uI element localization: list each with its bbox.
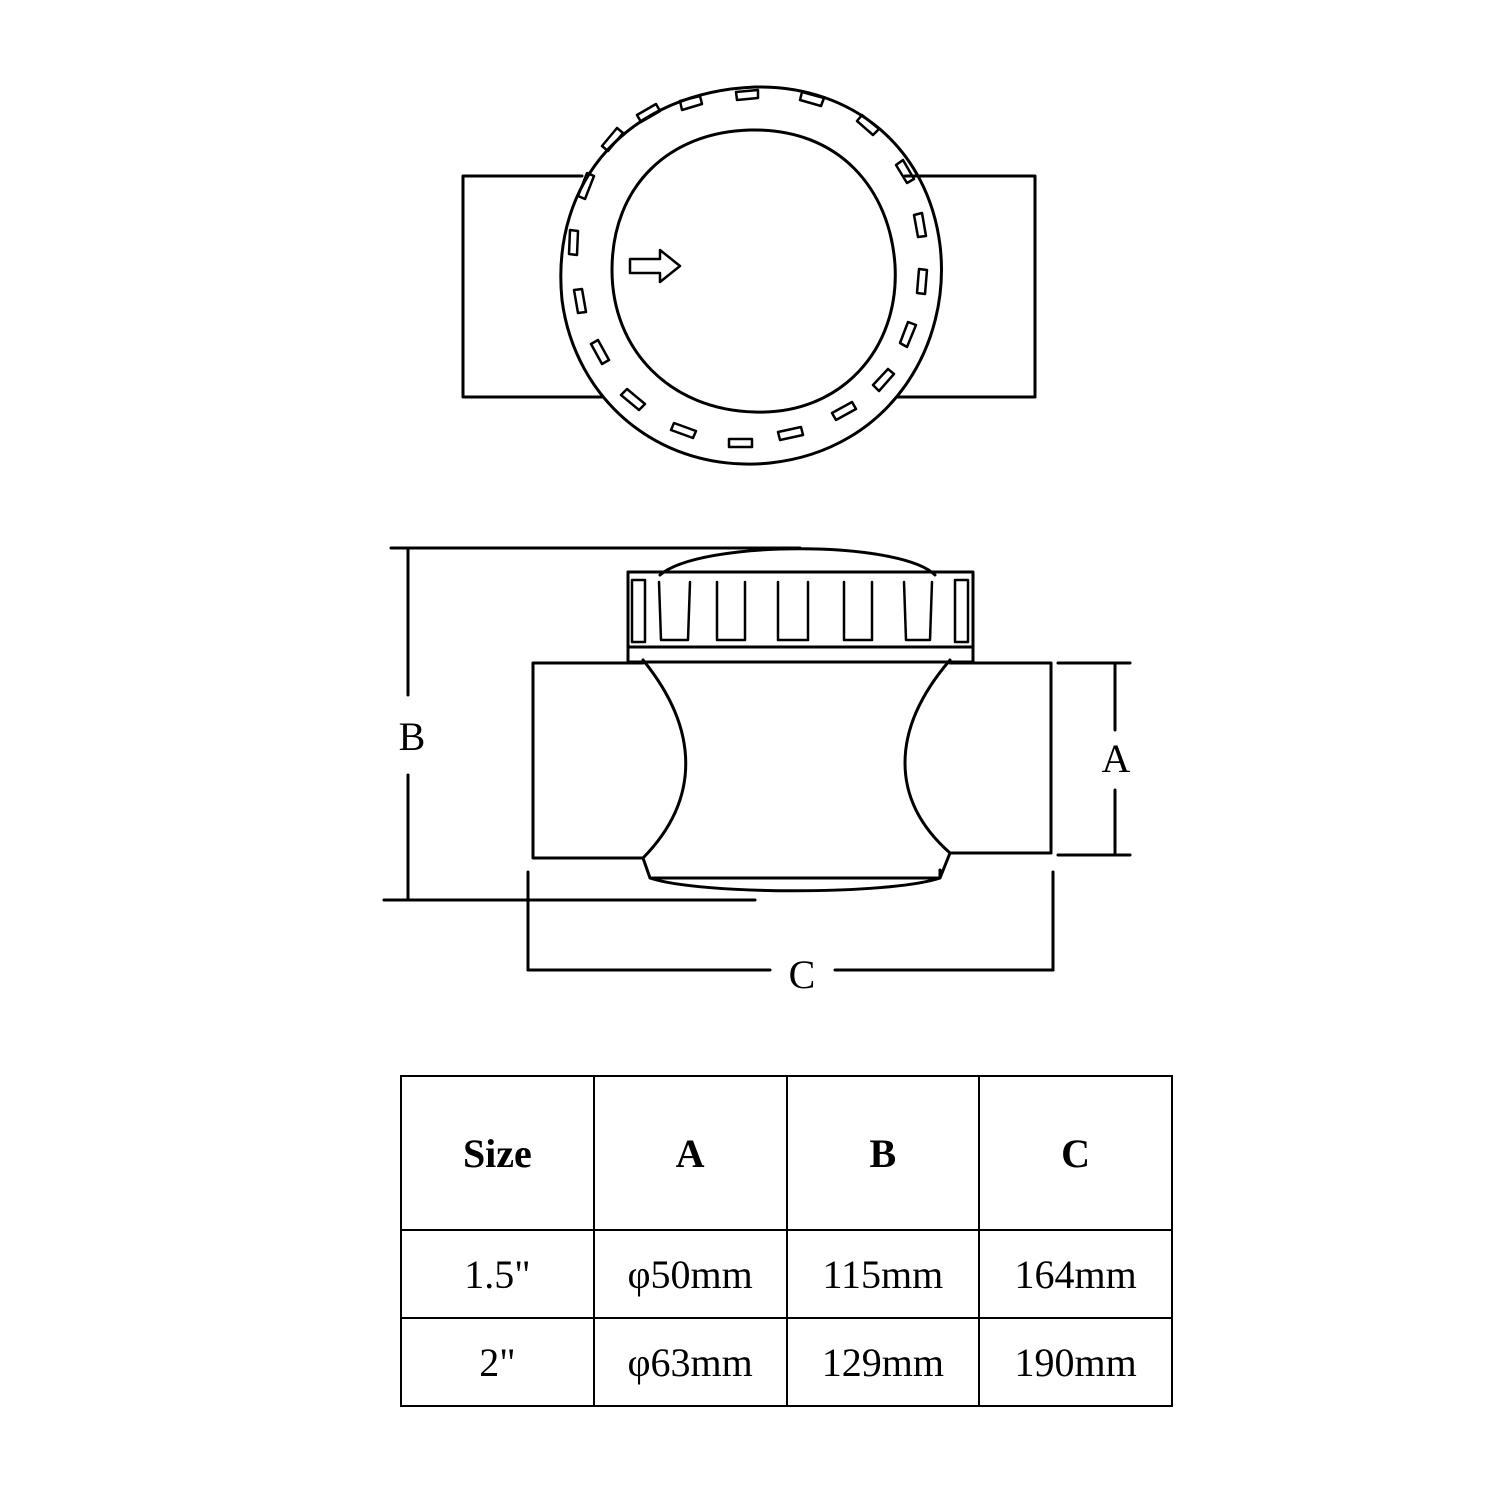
- table-cell: 190mm: [978, 1317, 1173, 1407]
- table-cell: 1.5": [400, 1229, 595, 1319]
- top-view-outer-ring: [559, 85, 943, 466]
- table-cell: 129mm: [785, 1317, 981, 1407]
- top-view: [461, 85, 1037, 466]
- top-view-grip-notches: [567, 88, 929, 449]
- table-cell: 164mm: [978, 1229, 1173, 1319]
- table-header-cell: Size: [400, 1075, 595, 1231]
- side-view-right-pipe: [948, 661, 1053, 855]
- side-view-bottom-cap: [648, 868, 942, 893]
- table-cell: 115mm: [785, 1229, 981, 1319]
- table-cell: φ63mm: [592, 1317, 788, 1407]
- table-header-cell: A: [592, 1075, 788, 1231]
- dimension-c-label: C: [789, 952, 816, 997]
- side-view-nut-teeth: [630, 578, 970, 644]
- top-view-inner-ring: [610, 128, 897, 414]
- side-view-top-nut: [626, 570, 975, 664]
- side-view-valve-body: [641, 658, 952, 880]
- table-row: 1.5" φ50mm 115mm 164mm: [400, 1229, 1173, 1319]
- flow-arrow-icon: [628, 248, 682, 284]
- table-row: 2" φ63mm 129mm 190mm: [400, 1317, 1173, 1407]
- table-cell: 2": [400, 1317, 595, 1407]
- dimension-lines: [382, 546, 1132, 972]
- table-header-cell: C: [978, 1075, 1173, 1231]
- top-view-left-pipe: [461, 174, 604, 399]
- dimension-b-label: B: [399, 714, 426, 759]
- top-view-right-pipe: [896, 174, 1037, 399]
- table-header-row: Size A B C: [400, 1075, 1173, 1231]
- table-cell: φ50mm: [592, 1229, 788, 1319]
- side-view: [531, 547, 1053, 893]
- dimension-a-label: A: [1102, 736, 1131, 781]
- side-view-left-pipe: [531, 661, 645, 860]
- size-spec-table: Size A B C 1.5" φ50mm 115mm 164mm 2" φ63…: [400, 1075, 1173, 1407]
- table-header-cell: B: [785, 1075, 981, 1231]
